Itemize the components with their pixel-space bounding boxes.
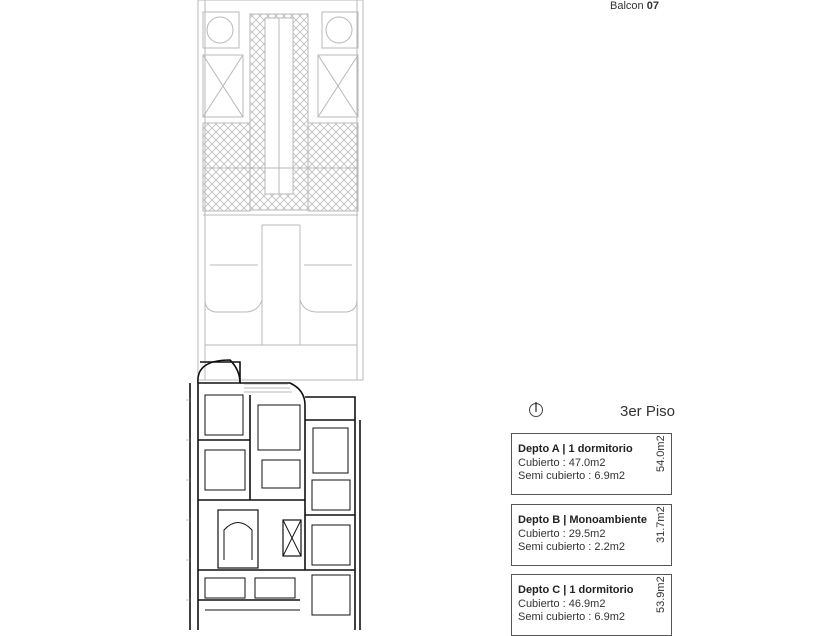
brand-name: Balcon [610, 0, 644, 12]
unit-total: 31.7m2 [655, 506, 667, 543]
unit-card-b: Depto B | Monoambiente Cubierto : 29.5m2… [511, 504, 672, 566]
dimension-ticks [186, 399, 190, 601]
unit-total: 53.9m2 [655, 576, 667, 613]
unit-covered: Cubierto : 47.0m2 [518, 457, 606, 469]
ground-floor-plan [197, 0, 364, 381]
third-floor-plan [189, 359, 361, 630]
floor-title: 3er Piso [620, 403, 676, 420]
brand-number: 07 [646, 0, 659, 12]
balcony-hatch [244, 383, 292, 393]
unit-semi-covered: Semi cubierto : 6.9m2 [518, 611, 625, 623]
unit-card-a: Depto A | 1 dormitorio Cubierto : 47.0m2… [511, 433, 672, 495]
unit-name: Depto A | 1 dormitorio [518, 443, 633, 455]
unit-covered: Cubierto : 29.5m2 [518, 528, 606, 540]
unit-name: Depto C | 1 dormitorio [518, 584, 634, 596]
unit-semi-covered: Semi cubierto : 6.9m2 [518, 470, 625, 482]
unit-total: 54.0m2 [655, 435, 667, 472]
unit-name: Depto B | Monoambiente [518, 514, 647, 526]
brand-label: Balcon 07 [610, 0, 659, 12]
north-arrow-icon [529, 402, 543, 417]
unit-semi-covered: Semi cubierto : 2.2m2 [518, 541, 625, 553]
unit-covered: Cubierto : 46.9m2 [518, 598, 606, 610]
unit-card-c: Depto C | 1 dormitorio Cubierto : 46.9m2… [511, 574, 672, 636]
